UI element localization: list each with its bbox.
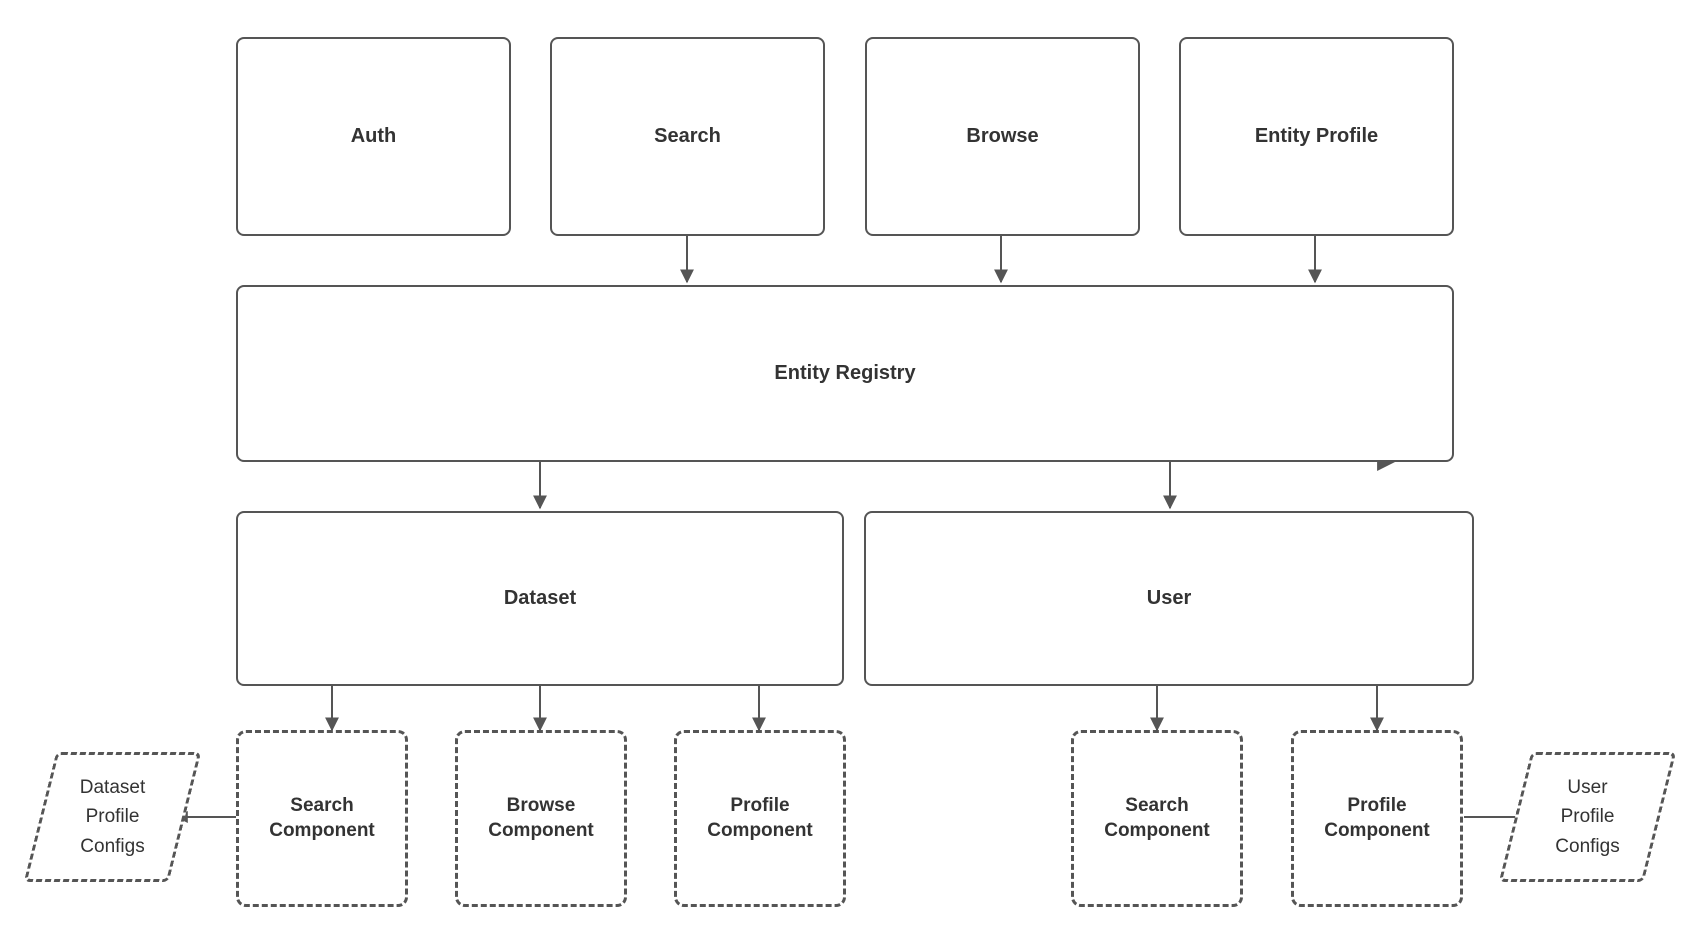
node-dataset-browse-component-label: Browse Component xyxy=(488,794,594,841)
node-dataset-label: Dataset xyxy=(503,587,577,609)
node-dataset-profile-configs[interactable]: Dataset Profile Configs xyxy=(23,752,202,882)
node-entity-profile[interactable]: Entity Profile xyxy=(1179,37,1454,236)
node-auth[interactable]: Auth xyxy=(236,37,511,236)
node-user-search-component[interactable]: Search Component xyxy=(1071,730,1243,907)
node-browse[interactable]: Browse xyxy=(865,37,1140,236)
node-user-profile-configs[interactable]: User Profile Configs xyxy=(1498,752,1677,882)
node-search[interactable]: Search xyxy=(550,37,825,236)
node-dataset-search-component[interactable]: Search Component xyxy=(236,730,408,907)
node-auth-label: Auth xyxy=(350,125,397,147)
node-user-profile-configs-label: User Profile Configs xyxy=(1555,776,1620,857)
node-entity-registry[interactable]: Entity Registry xyxy=(236,285,1454,462)
node-user-profile-component-label: Profile Component xyxy=(1324,794,1430,841)
node-user[interactable]: User xyxy=(864,511,1474,686)
node-user-label: User xyxy=(1146,587,1192,609)
node-dataset-browse-component[interactable]: Browse Component xyxy=(455,730,627,907)
node-entity-registry-label: Entity Registry xyxy=(774,362,916,384)
node-dataset-profile-component[interactable]: Profile Component xyxy=(674,730,846,907)
node-dataset-profile-configs-label: Dataset Profile Configs xyxy=(79,776,146,857)
node-user-profile-component[interactable]: Profile Component xyxy=(1291,730,1463,907)
node-dataset-search-component-label: Search Component xyxy=(269,794,375,841)
node-browse-label: Browse xyxy=(966,125,1039,147)
node-dataset[interactable]: Dataset xyxy=(236,511,844,686)
node-entity-profile-label: Entity Profile xyxy=(1254,125,1379,147)
node-user-search-component-label: Search Component xyxy=(1104,794,1210,841)
node-search-label: Search xyxy=(654,125,721,147)
node-dataset-profile-component-label: Profile Component xyxy=(707,794,813,841)
